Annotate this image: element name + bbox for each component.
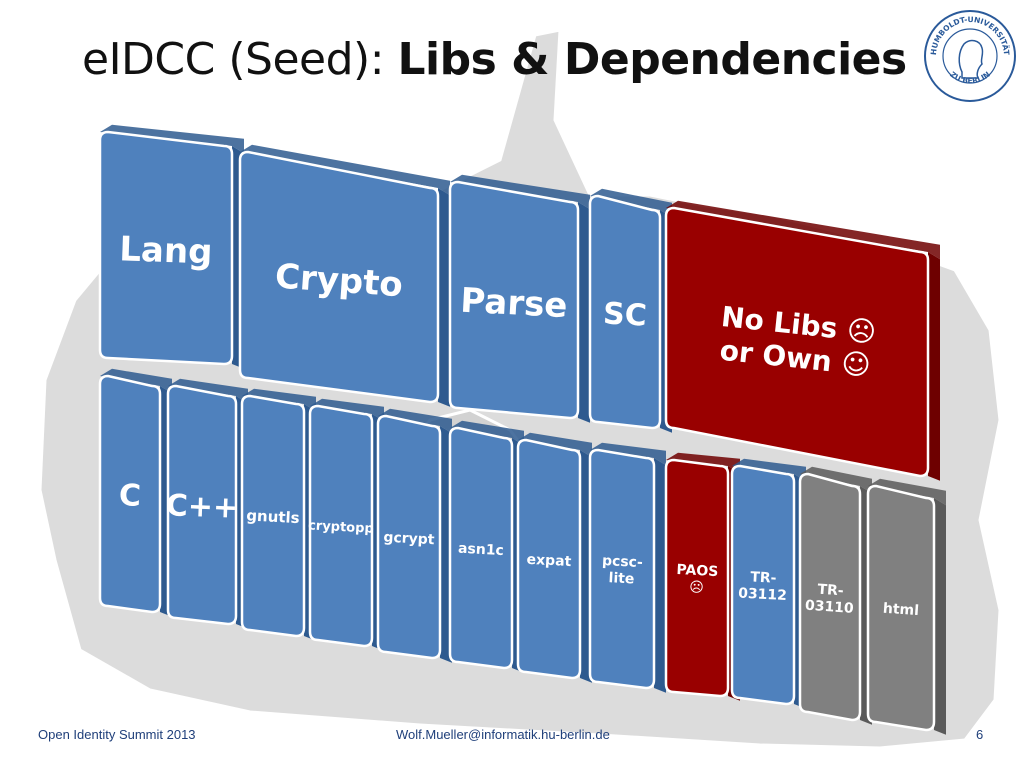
block-face — [308, 404, 374, 648]
block-face — [588, 448, 656, 690]
block-sc: SC — [588, 188, 672, 433]
block-face — [866, 484, 936, 732]
block-label: No Libs ☹or Own ☺ — [716, 300, 878, 382]
block-top — [100, 368, 172, 394]
block-label: SC — [602, 296, 647, 333]
slide-title: eIDCC (Seed): Libs & Dependencies — [82, 34, 912, 104]
block-label-line: C++ — [165, 488, 238, 526]
block-tr03112: TR-03112 — [730, 458, 806, 709]
block-pcsclite: pcsc-lite — [588, 442, 666, 693]
block-face — [448, 426, 514, 670]
block-label-line: expat — [526, 552, 572, 570]
block-label-line: ☹ — [689, 579, 704, 596]
block-gnutls: gnutls — [240, 388, 316, 641]
block-label: Crypto — [274, 256, 404, 305]
page-number: 6 — [976, 727, 984, 742]
block-tr03110: TR-03110 — [798, 466, 872, 725]
block-side — [578, 202, 590, 423]
block-label-line: gnutls — [246, 506, 300, 527]
block-face — [664, 458, 730, 698]
block-face — [516, 438, 582, 680]
block-paos: PAOS☹ — [664, 452, 740, 701]
block-label-line: Lang — [119, 229, 213, 272]
block-label-line: asn1c — [458, 541, 505, 559]
block-top — [868, 478, 946, 506]
block-top — [450, 420, 524, 446]
footer-event: Open Identity Summit 2013 — [38, 727, 196, 742]
block-expat: expat — [516, 432, 592, 683]
block-label: Lang — [119, 229, 213, 272]
block-label-line: PAOS — [676, 562, 719, 580]
block-label-line: TR- — [750, 569, 777, 586]
block-label-line: cryptopp — [308, 518, 374, 536]
block-face — [238, 150, 440, 404]
block-face — [98, 374, 162, 614]
block-c: C — [98, 368, 172, 617]
block-nolibs: No Libs ☹or Own ☺ — [664, 200, 940, 481]
block-label-line: lite — [608, 570, 635, 587]
block-face — [664, 206, 930, 478]
block-label-line: html — [882, 601, 919, 619]
block-label: PAOS☹ — [675, 562, 718, 597]
portrait-icon — [958, 39, 984, 79]
title-bold: Libs & Dependencies — [397, 34, 908, 85]
block-cpp: C++ — [165, 378, 248, 629]
block-label: TR-03110 — [804, 581, 855, 617]
block-label: asn1c — [458, 541, 505, 559]
title-prefix: eIDCC (Seed): — [82, 34, 385, 85]
block-crypto: Crypto — [238, 144, 450, 407]
block-label: Parse — [459, 281, 568, 327]
block-label-line: Crypto — [274, 256, 404, 305]
block-side — [928, 252, 940, 481]
block-label: C — [118, 478, 141, 514]
block-label-line: TR- — [817, 582, 844, 600]
block-label: expat — [526, 552, 572, 570]
block-label-line: Parse — [459, 281, 568, 327]
footer-email: Wolf.Mueller@informatik.hu-berlin.de — [396, 727, 610, 742]
block-label-line: gcrypt — [383, 530, 435, 549]
block-label: gcrypt — [383, 530, 435, 549]
block-label-line: 03110 — [804, 598, 854, 617]
block-label-line: SC — [602, 296, 647, 333]
block-asn1c: asn1c — [448, 420, 524, 673]
block-gcrypt: gcrypt — [376, 408, 452, 663]
block-label-line: C — [118, 478, 141, 514]
block-label: cryptopp — [308, 518, 374, 536]
block-label-line: pcsc- — [602, 553, 644, 571]
block-side — [654, 458, 666, 693]
block-face — [798, 472, 862, 722]
block-top — [518, 432, 592, 458]
block-parse: Parse — [448, 174, 590, 423]
block-top — [378, 408, 452, 434]
block-side — [438, 188, 450, 407]
block-label: pcsc-lite — [601, 553, 644, 588]
block-label: C++ — [165, 488, 238, 526]
block-face — [240, 394, 306, 638]
block-lang: Lang — [98, 124, 244, 369]
block-label-line: 03112 — [738, 586, 787, 605]
block-label: TR-03112 — [738, 569, 788, 604]
block-label: html — [882, 601, 919, 619]
university-seal-logo: HUMBOLDT-UNIVERSITÄT ZU BERLIN — [924, 10, 1016, 102]
block-side — [934, 498, 946, 735]
block-face — [588, 194, 662, 430]
block-html: html — [866, 478, 946, 735]
block-cryptopp: cryptopp — [308, 398, 384, 651]
block-face — [98, 130, 234, 366]
block-top — [590, 188, 672, 218]
block-face — [166, 384, 238, 626]
block-label: gnutls — [246, 506, 300, 527]
block-face — [448, 180, 580, 420]
block-face — [730, 464, 796, 706]
block-top — [800, 466, 872, 494]
block-face — [376, 414, 442, 660]
